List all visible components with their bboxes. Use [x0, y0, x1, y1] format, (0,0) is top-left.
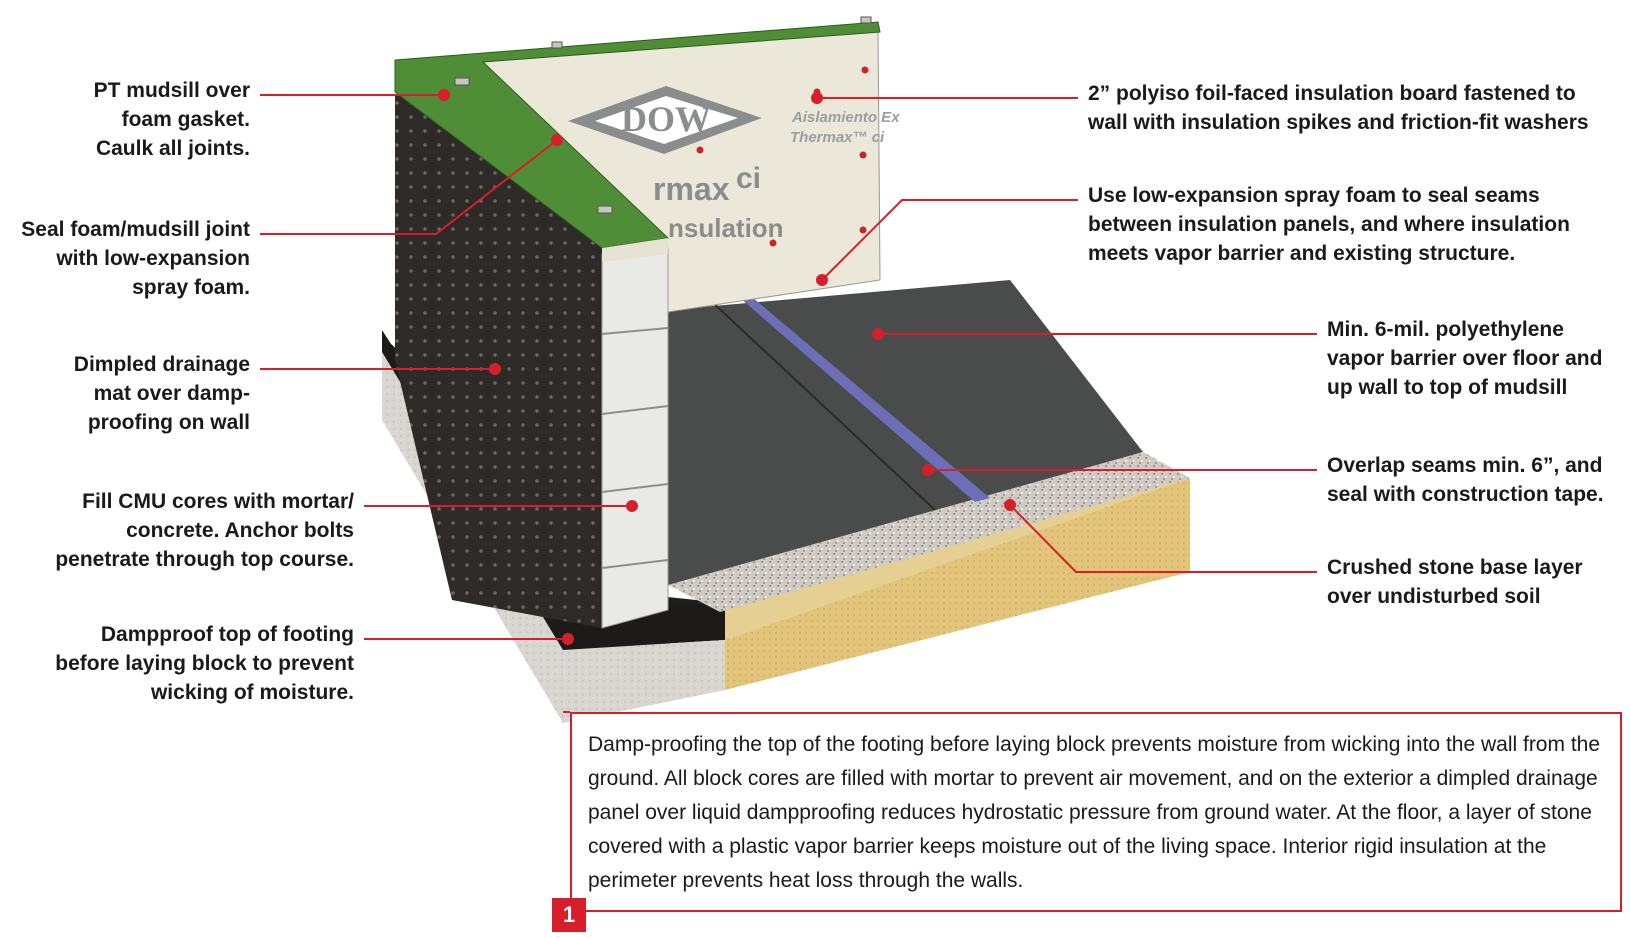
callout-dot [626, 500, 638, 512]
callout-dot [816, 274, 828, 286]
seam-tape [740, 297, 990, 502]
callout-line: wall with insulation spikes and friction… [1088, 111, 1589, 134]
vapor-barrier-seam [709, 299, 936, 511]
callout-line: over undisturbed soil [1327, 585, 1541, 608]
insulation-fastener [696, 146, 704, 154]
callout-seal-joint: Seal foam/mudsill joint with low-expansi… [21, 215, 250, 302]
callout-line: Use low-expansion spray foam to seal sea… [1088, 184, 1540, 207]
caption-box [570, 712, 1622, 912]
callout-overlap: Overlap seams min. 6”, and seal with con… [1327, 451, 1604, 509]
callout-line: before laying block to prevent [55, 652, 354, 675]
callout-polyiso: 2” polyiso foil-faced insulation board f… [1088, 79, 1589, 137]
callout-line: foam gasket. [121, 108, 250, 131]
callout-stone: Crushed stone base layer over undisturbe… [1327, 553, 1583, 611]
callout-cmu: Fill CMU cores with mortar/ concrete. An… [55, 487, 354, 574]
callout-dot [551, 134, 563, 146]
callout-line: Dampproof top of footing [100, 623, 354, 646]
callout-dot [562, 633, 574, 645]
callout-line: Crushed stone base layer [1327, 556, 1583, 579]
caption-text: Damp-proofing the top of the footing bef… [588, 733, 1601, 892]
callout-line: with low-expansion [56, 247, 250, 270]
callout-dots [438, 89, 1016, 645]
cmu-joint [601, 327, 669, 335]
callout-line: proofing on wall [87, 411, 250, 434]
callout-line: wicking of moisture. [150, 681, 354, 704]
anchor-bolt [551, 41, 563, 49]
callout-line: seal with construction tape. [1327, 483, 1604, 506]
board-spanish: Aislamiento Ex [791, 109, 900, 126]
callout-line: Overlap seams min. 6”, and [1327, 454, 1603, 477]
callout-spray-foam: Use low-expansion spray foam to seal sea… [1088, 181, 1570, 268]
callout-leaders [260, 94, 1317, 640]
callout-dot [489, 363, 501, 375]
callout-line: Min. 6-mil. polyethylene [1327, 318, 1564, 341]
insulation-fastener [769, 239, 777, 247]
callout-line: between insulation panels, and where ins… [1088, 213, 1570, 236]
callout-line: up wall to top of mudsill [1327, 376, 1568, 399]
soil-front-face [725, 478, 1190, 690]
board-ci: ci [736, 162, 761, 195]
callout-line: PT mudsill over [93, 79, 250, 102]
mudsill-edge [602, 238, 668, 262]
callout-line: concrete. Anchor bolts [126, 519, 354, 542]
callout-line: penetrate through top course. [55, 548, 354, 571]
cmu-joint [601, 559, 669, 569]
figure-number-badge: 1 [552, 898, 586, 932]
callout-line: mat over damp- [93, 382, 250, 405]
anchor-bolt [597, 205, 613, 214]
anchor-bolt [454, 77, 470, 86]
footing-dampproof-strip [382, 330, 725, 650]
board-insulation: nsulation [668, 213, 784, 243]
anchor-bolt [860, 16, 872, 24]
leader-seal-joint [260, 139, 558, 235]
callout-line: spray foam. [132, 276, 250, 299]
leader-spray-foam [821, 199, 1078, 281]
callout-line: meets vapor barrier and existing structu… [1088, 242, 1516, 265]
callout-dot [1004, 499, 1016, 511]
callout-line: Dimpled drainage [73, 353, 250, 376]
callout-mudsill: PT mudsill over foam gasket. Caulk all j… [94, 76, 250, 163]
dow-diamond-inner [595, 96, 738, 144]
callout-dampproof: Dampproof top of footing before laying b… [55, 620, 354, 707]
callout-dot [811, 92, 823, 104]
footing-front-face [563, 640, 725, 723]
cmu-joint [601, 405, 669, 415]
insulation-fastener [861, 66, 869, 74]
cmu-wall-face [601, 247, 669, 629]
callout-vapor-barrier: Min. 6-mil. polyethylene vapor barrier o… [1327, 315, 1602, 402]
cmu-joint [601, 483, 669, 493]
callout-line: 2” polyiso foil-faced insulation board f… [1088, 82, 1576, 105]
leader-stone [1009, 504, 1317, 573]
board-product: Thermax™ ci [790, 129, 885, 146]
callout-dot [872, 328, 884, 340]
insulation-fastener [859, 151, 867, 159]
callout-drainage: Dimpled drainage mat over damp- proofing… [74, 350, 250, 437]
mudsill-top [394, 21, 881, 249]
callout-line: vapor barrier over floor and [1327, 347, 1603, 370]
callout-line: Fill CMU cores with mortar/ [82, 490, 354, 513]
callout-line: Caulk all joints. [95, 137, 250, 160]
callout-dot [438, 89, 450, 101]
board-brand: DOW [621, 99, 711, 139]
callout-line: Seal foam/mudsill joint [21, 218, 250, 241]
insulation-fastener [859, 226, 867, 234]
callout-dot [922, 464, 934, 476]
board-big-product: rmax [653, 171, 730, 207]
stone-layer [668, 452, 1190, 612]
